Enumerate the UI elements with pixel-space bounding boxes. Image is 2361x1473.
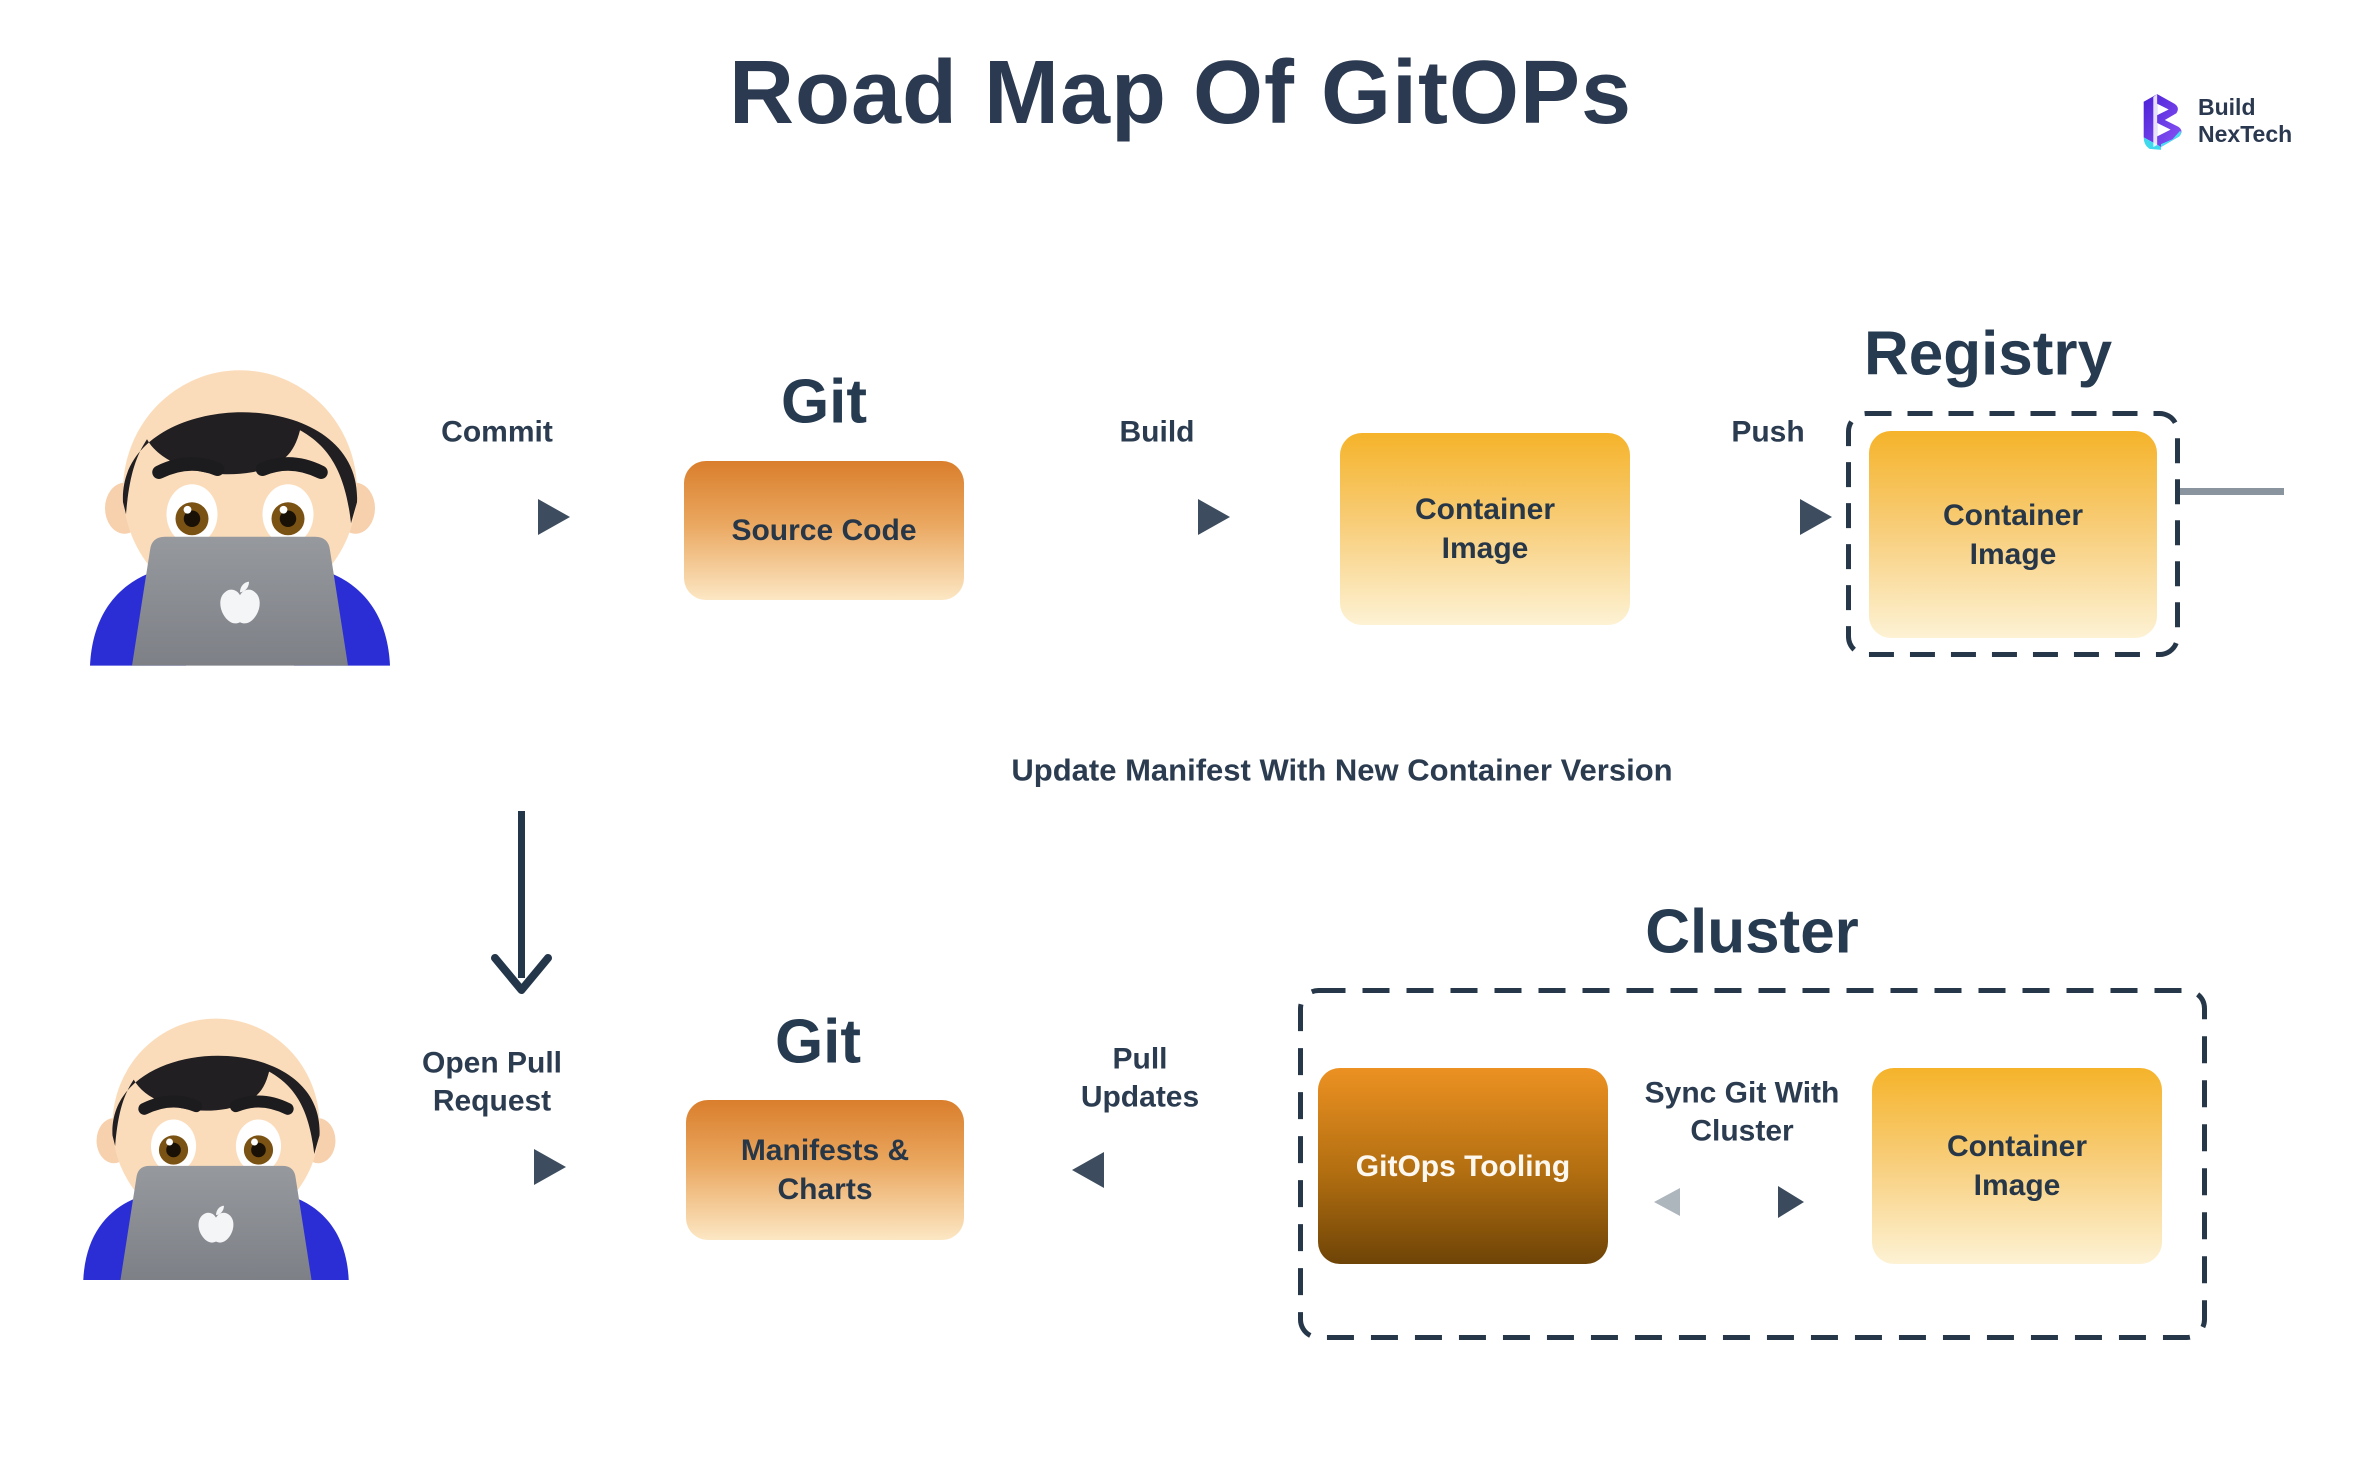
cluster-heading: Cluster <box>1645 897 1859 967</box>
commit-label: Commit <box>441 415 553 449</box>
registry-exit-connector <box>2180 488 2288 816</box>
developer-emoji-bottom <box>70 993 362 1295</box>
manifests-charts-box: Manifests & Charts <box>686 1100 964 1240</box>
brand-name-line2: NexTech <box>2198 121 2293 147</box>
open-pull-request-label: Open Pull Request <box>421 1046 562 1118</box>
container-image-box-registry-label: Container Image <box>1942 498 2083 571</box>
manifests-charts-box-label: Manifests & Charts <box>740 1134 910 1206</box>
brand-name-line1: Build <box>2198 93 2256 120</box>
pull-updates-label: Pull Updates <box>1080 1042 1200 1114</box>
commit-arrow <box>428 499 570 535</box>
registry-dashed-border <box>1846 411 2180 657</box>
update-manifest-connector <box>491 810 2288 994</box>
sync-double-arrow <box>1654 1186 1804 1218</box>
update-manifest-label: Update Manifest With New Container Versi… <box>1011 752 1673 788</box>
page-title: Road Map Of GitOPs <box>728 43 1633 143</box>
container-image-box-build: Container Image <box>1340 433 1630 625</box>
developer-emoji-top <box>75 353 405 671</box>
build-nextech-logo-icon <box>2143 94 2182 150</box>
container-image-box-cluster: Container Image <box>1872 1068 2162 1264</box>
open-pull-request-arrow <box>418 1149 566 1185</box>
source-code-box-label: Source Code <box>731 514 917 547</box>
brand-name: Build NexTech <box>2198 94 2292 148</box>
container-image-box-cluster-label: Container Image <box>1946 1130 2087 1202</box>
git-top-heading: Git <box>780 367 868 437</box>
down-arrowhead-icon <box>491 954 552 994</box>
gitops-tooling-box-label: GitOps Tooling <box>1355 1149 1571 1183</box>
push-arrow <box>1702 499 1832 535</box>
build-label: Build <box>1119 415 1195 449</box>
container-image-box-build-label: Container Image <box>1414 493 1555 565</box>
gitops-tooling-box: GitOps Tooling <box>1318 1068 1608 1264</box>
container-image-box-registry: Container Image <box>1869 431 2157 638</box>
build-arrow <box>1088 499 1230 535</box>
git-bottom-heading: Git <box>774 1007 862 1077</box>
registry-heading: Registry <box>1863 319 2113 389</box>
sync-git-with-cluster-label: Sync Git With Cluster <box>1644 1076 1840 1148</box>
brand-logo: Build NexTech <box>2136 84 2292 158</box>
source-code-box: Source Code <box>684 461 964 600</box>
pull-updates-arrow <box>1072 1152 1208 1188</box>
push-label: Push <box>1731 415 1805 449</box>
